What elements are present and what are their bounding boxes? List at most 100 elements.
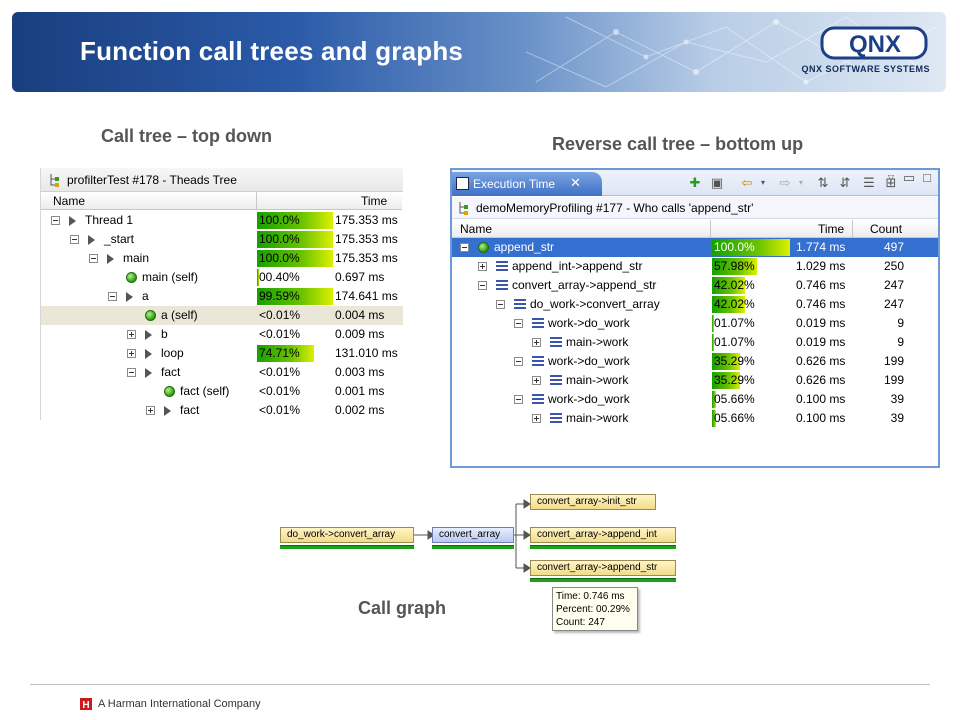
method-ball-icon	[145, 310, 156, 321]
collapse-icon[interactable]	[496, 300, 505, 309]
row-name: main->work	[566, 411, 629, 425]
expand-icon[interactable]	[127, 349, 136, 358]
reverse-tree-subtitle: demoMemoryProfiling #177 - Who calls 'ap…	[476, 201, 754, 215]
table-row[interactable]: fact<0.01%0.002 ms	[41, 401, 403, 420]
collapse-icon[interactable]	[70, 235, 79, 244]
expand-icon[interactable]	[532, 414, 541, 423]
column-header-time[interactable]: Time	[818, 222, 845, 236]
row-count: 39	[890, 392, 904, 406]
collapse-icon[interactable]	[127, 368, 136, 377]
collapse-icon[interactable]	[514, 357, 523, 366]
graph-node-callee-append-int[interactable]: convert_array->append_int	[530, 527, 676, 543]
row-percent: <0.01%	[259, 308, 301, 322]
graph-node-callee-init-str[interactable]: convert_array->init_str	[530, 494, 656, 510]
thread-arrow-icon	[164, 406, 171, 416]
thread-arrow-icon	[145, 368, 152, 378]
table-row[interactable]: a (self)<0.01%0.004 ms	[41, 306, 403, 325]
call-stack-icon	[532, 394, 544, 405]
percent-bar	[257, 345, 314, 362]
camera-icon[interactable]: ▣	[710, 175, 724, 190]
table-row[interactable]: fact (self)<0.01%0.001 ms	[41, 382, 403, 401]
row-count: 247	[883, 297, 904, 311]
column-header-name[interactable]: Name	[460, 222, 493, 236]
percent-bar	[712, 296, 745, 313]
row-name: main->work	[566, 373, 629, 387]
expand-icon[interactable]	[146, 406, 155, 415]
graph-node-center[interactable]: convert_array	[432, 527, 514, 543]
call-stack-icon	[532, 318, 544, 329]
graph-node-callee-append-str[interactable]: convert_array->append_str	[530, 560, 676, 576]
collapse-icon[interactable]	[514, 395, 523, 404]
collapse-icon[interactable]	[514, 319, 523, 328]
column-header-count[interactable]: Count	[870, 222, 903, 236]
expand-icon[interactable]	[532, 376, 541, 385]
threads-tree-titlebar: profilterTest #178 - Theads Tree	[41, 168, 403, 192]
row-name: a	[142, 289, 149, 303]
graph-node-caller[interactable]: do_work->convert_array	[280, 527, 414, 543]
table-row[interactable]: b<0.01%0.009 ms	[41, 325, 403, 344]
call-stack-icon	[550, 413, 562, 424]
forward-arrow-icon[interactable]: ⇨	[779, 175, 791, 190]
minimize-icon[interactable]: ▭	[902, 170, 916, 185]
column-header-name[interactable]: Name	[53, 194, 86, 208]
reverse-tree-icon[interactable]: ⇵	[839, 175, 851, 190]
graph-icon[interactable]: ⊞	[885, 175, 897, 190]
add-icon[interactable]: ✚	[689, 175, 701, 190]
thread-arrow-icon	[126, 292, 133, 302]
table-row[interactable]: main (self)00.40%0.697 ms	[41, 268, 403, 287]
footer-company: A Harman International Company	[98, 698, 261, 710]
row-time: 174.641 ms	[335, 289, 398, 303]
call-stack-icon	[514, 299, 526, 310]
expand-icon[interactable]	[478, 262, 487, 271]
chevron-down-icon[interactable]: ▾	[798, 178, 803, 187]
call-tree-icon[interactable]: ⇅	[817, 175, 829, 190]
list-icon[interactable]: ☰	[863, 175, 875, 190]
graph-node-callee-append-str-bar	[530, 578, 676, 582]
row-time: 0.697 ms	[335, 270, 385, 284]
row-count: 497	[883, 240, 904, 254]
expand-icon[interactable]	[532, 338, 541, 347]
percent-bar	[712, 334, 714, 351]
harman-logo-letter: H	[82, 700, 89, 710]
back-arrow-icon[interactable]: ⇦	[741, 175, 753, 190]
view-tab-bar: Execution Time ✕ ✚ ▣ ⇦ ▾ ⇨ ▾ ⇅ ⇵ ☰ ⊞ ▽ ▭…	[452, 170, 938, 196]
graph-node-center-bar	[432, 545, 514, 549]
row-name: do_work->convert_array	[530, 297, 660, 311]
row-count: 9	[897, 316, 904, 330]
collapse-icon[interactable]	[478, 281, 487, 290]
row-name: main->work	[566, 335, 629, 349]
tab-execution-time[interactable]: Execution Time ✕	[452, 172, 602, 196]
collapse-icon[interactable]	[89, 254, 98, 263]
collapse-icon[interactable]	[51, 216, 60, 225]
view-menu-icon[interactable]: ▽	[887, 173, 895, 182]
percent-bar	[257, 288, 333, 305]
column-header-time[interactable]: Time	[361, 194, 388, 208]
collapse-icon[interactable]	[460, 243, 469, 252]
row-percent: <0.01%	[259, 365, 301, 379]
close-icon[interactable]: ✕	[570, 175, 581, 190]
maximize-icon[interactable]: □	[923, 170, 931, 185]
row-percent: 100.0%	[714, 240, 755, 254]
chevron-down-icon[interactable]: ▾	[760, 178, 765, 187]
graph-node-caller-bar	[280, 545, 414, 549]
collapse-icon[interactable]	[108, 292, 117, 301]
table-row[interactable]: fact<0.01%0.003 ms	[41, 363, 403, 382]
expand-icon[interactable]	[127, 330, 136, 339]
row-name: Thread 1	[85, 213, 134, 227]
